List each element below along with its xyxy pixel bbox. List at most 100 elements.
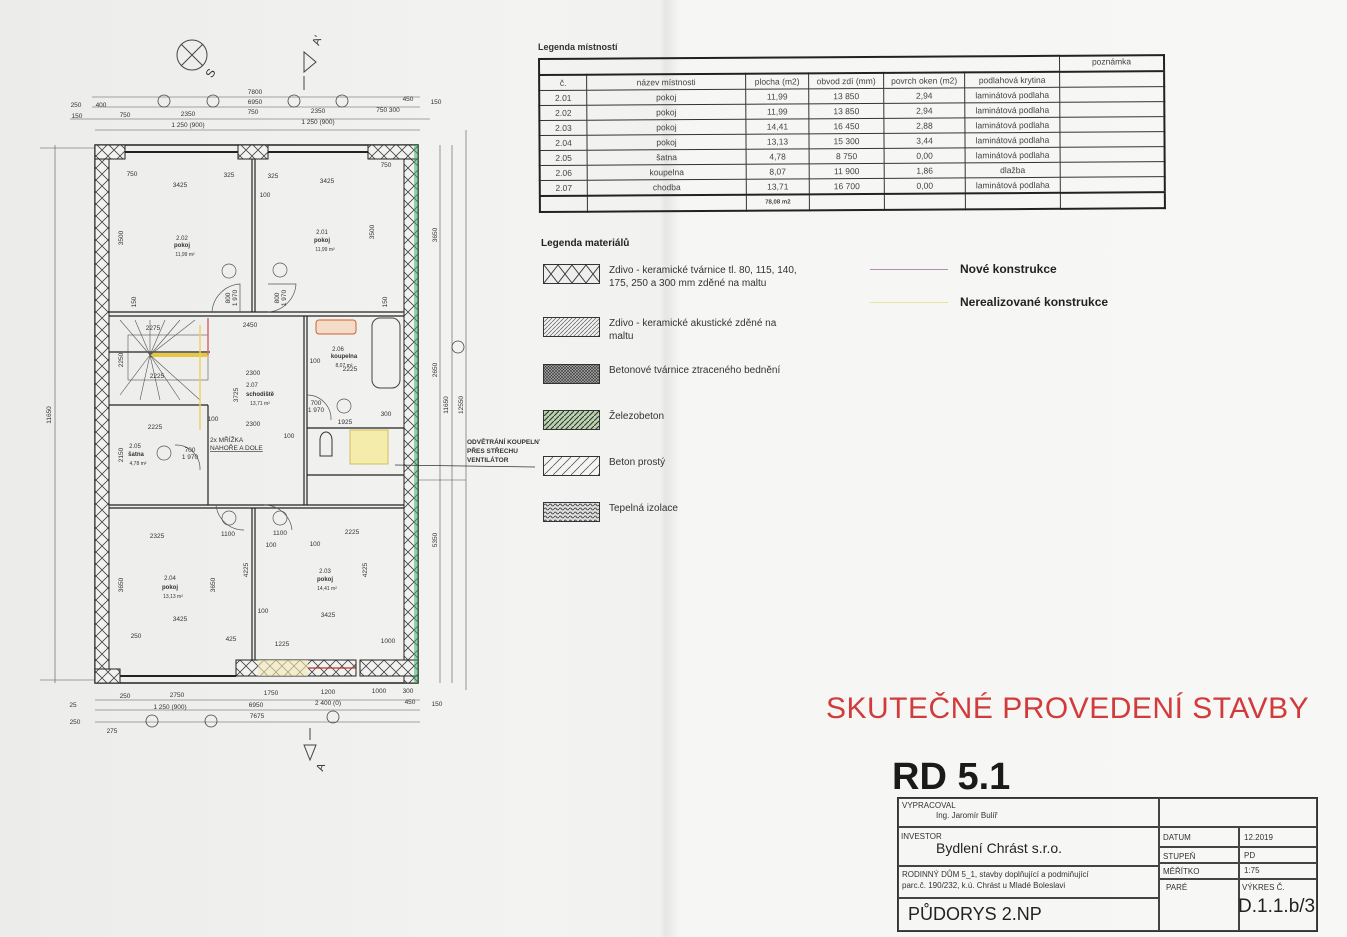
plan-text: 400 [96,102,107,109]
plan-text: 1750 [264,690,279,697]
room-legend-title: Legenda místností [538,42,618,52]
room-legend-text [1060,176,1165,193]
plan-text: pokoj [314,238,330,244]
title-block-text: 12.2019 [1244,833,1273,842]
plan-text: 4225 [243,562,250,577]
plan-text: šatna [128,452,144,458]
plan-text: 11,99 m² [175,252,195,258]
plan-text: 250 [120,693,131,700]
plan-text: schodiště [246,392,275,398]
plan-text: 5350 [432,532,439,547]
bathroom-fixtures [315,317,401,465]
room-number: 2.07 [246,383,258,389]
room-legend-text: 15 300 [808,133,885,149]
plan-text: 2300 [246,370,261,377]
legend-item: Zdivo - keramické tvárnice tl. 80, 115, … [543,264,799,290]
room-legend-text: laminátová podlaha [965,147,1061,163]
plan-text: 100 [310,358,321,365]
plan-text: 1 970 [308,407,325,414]
material-legend-text: Zdivo - keramické tvárnice tl. 80, 115, … [609,265,797,289]
plan-text: 150 [431,99,442,106]
room-legend-text: 2.02 [539,105,587,121]
plan-text: pokoj [174,243,190,249]
plan-text: 6950 [249,702,264,709]
north-arrow-icon: S [176,39,219,80]
staircase [119,318,209,401]
legend-item: Zdivo - keramické akustické zděné na mal… [543,317,799,343]
plan-text: 2750 [170,692,185,699]
plan-text: 450 [403,96,414,103]
plan-text: 3650 [118,577,125,592]
room-legend-text: 78,08 m2 [746,194,810,211]
plan-text: 100 [284,433,295,440]
plan-text: 1 250 (900) [301,119,334,126]
reinforced-concrete-swatch [543,410,600,430]
plan-text: 3425 [321,612,336,619]
column-header: název místnosti [586,73,746,91]
project-line-2: parc.č. 190/232, k.ú. Chrást u Mladé Bol… [902,881,1066,890]
room-legend-text: 3,44 [883,132,966,149]
room-legend-text [1059,131,1165,148]
room-legend-text: 14,41 [745,118,809,135]
legend-item: Tepelná izolace [543,502,799,522]
plan-text: 150 [382,296,389,307]
plan-text: 1 970 [182,454,199,461]
vent-note-line-2: PŘES STŘECHU [467,446,518,455]
axis-markers [145,94,465,728]
plan-text: 4225 [362,562,369,577]
title-block-text: 1:75 [1244,866,1260,875]
room-legend-text: 2,88 [883,117,965,134]
room-legend-text [1059,86,1165,103]
floor-plan: S A' A [40,34,540,773]
plan-text: 2350 [181,111,196,118]
plan-text: 11650 [443,396,450,414]
room-legend-text: šatna [587,149,747,166]
plan-text: 7800 [248,89,263,96]
plan-text: pokoj [162,585,178,591]
room-legend-text: 2,94 [883,102,965,119]
vent-note-line-3: VENTILÁTOR [467,455,509,464]
plan-text: 13,71 m² [250,401,270,407]
plan-text: 2350 [311,108,326,115]
thermal-insulation-swatch [543,502,600,522]
title-block-text: MĚŘÍTKO [1163,867,1200,876]
room-number: 2.04 [164,576,176,582]
room-legend-text: 2,94 [883,87,965,104]
room-legend-table: poznámka č. název místnosti plocha (m2) … [538,54,1166,213]
investor-label: INVESTOR [901,832,942,841]
room-legend-text: 13 850 [808,88,884,104]
plan-text: 3425 [320,178,335,185]
plan-text: 6950 [248,99,263,106]
drawing-title: PŮDORYS 2.NP [908,904,1042,924]
table-total-row: 78,08 m2 [539,192,1165,212]
interior-walls [109,159,404,660]
room-legend-text: dlažba [965,162,1061,178]
room-number: 2.03 [319,569,331,575]
title-block-text: VÝKRES Č. [1242,883,1285,892]
title-block-text: STUPEŇ [1163,852,1196,861]
plan-text: 2225 [345,529,360,536]
plan-text: 800 [274,292,281,303]
plan-text: A' [310,34,325,47]
doors [156,262,352,531]
plan-text: 11,99 m² [315,247,335,253]
legend-item: Betonové tvárnice ztraceného bednění [543,364,799,384]
room-legend-text: 2.03 [539,120,587,136]
plan-text: 750 [120,112,131,119]
plan-text: 3425 [173,616,188,623]
acoustic-masonry-swatch [543,317,600,337]
plan-text: 750 300 [376,107,400,114]
unrealized-construction-line [870,301,948,303]
plan-text: 13,13 m² [163,594,183,600]
vent-note-line-1: ODVĚTRÁNÍ KOUPELNY [467,437,540,446]
plan-text: 750 [127,171,138,178]
room-legend-text: pokoj [586,89,746,106]
room-legend-text: 2.04 [539,135,588,151]
material-legend-text: Betonové tvárnice ztraceného bednění [609,365,781,376]
legend-item: Beton prostý [543,456,799,476]
plan-text: 1200 [321,689,336,696]
room-legend-text: 2.06 [539,165,588,181]
plan-text: 2x MŘÍŽKA [210,435,244,444]
room-legend-text [1059,101,1165,118]
plan-text: 2250 [118,352,125,367]
